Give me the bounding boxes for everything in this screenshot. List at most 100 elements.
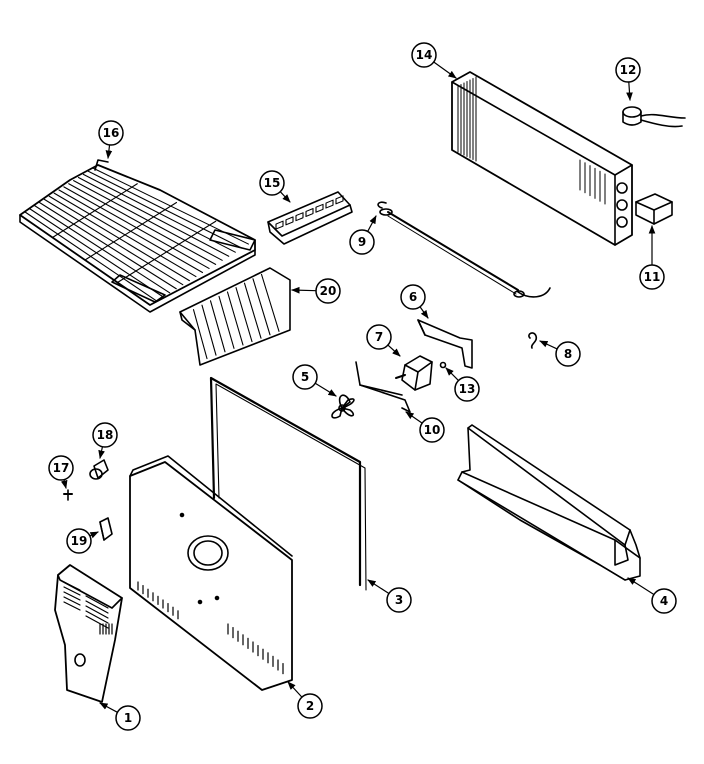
part-13-screw	[439, 361, 447, 369]
callout-number: 13	[459, 382, 476, 396]
part-1-grille	[54, 564, 123, 703]
callout-6: 6	[400, 284, 429, 319]
callout-circle	[292, 364, 318, 390]
callout-number: 16	[103, 126, 120, 140]
callout-leader	[433, 61, 457, 79]
callout-3: 3	[367, 579, 412, 613]
callout-circle	[651, 588, 677, 614]
callout-1: 1	[99, 702, 141, 731]
callout-7: 7	[366, 324, 401, 357]
callout-circle	[386, 587, 412, 613]
callout-number: 14	[416, 48, 433, 62]
callout-leader	[287, 681, 303, 698]
callout-circle	[259, 170, 285, 196]
part-15-ice-tray	[267, 191, 353, 245]
callout-leader	[627, 577, 655, 596]
callout-number: 15	[264, 176, 281, 190]
callout-circle	[315, 278, 341, 304]
callout-leader	[89, 531, 99, 539]
callout-circle	[115, 705, 141, 731]
part-6-bracket	[417, 319, 473, 369]
callout-number: 20	[320, 284, 337, 298]
callout-circle	[419, 417, 445, 443]
part-5-fan-blade	[331, 394, 355, 419]
callout-circle	[454, 376, 480, 402]
callout-2: 2	[287, 681, 323, 719]
callout-leader	[539, 340, 558, 350]
callout-number: 8	[564, 347, 572, 361]
part-19-switch	[99, 517, 113, 541]
callout-leader	[367, 579, 390, 595]
callout-number: 3	[395, 593, 403, 607]
callout-circle	[615, 57, 641, 83]
callout-circle	[92, 422, 118, 448]
callout-number: 2	[306, 699, 314, 713]
part-7-fan-motor	[395, 355, 433, 391]
callout-leader	[279, 191, 291, 203]
part-9-heater-rod	[377, 201, 551, 298]
part-2-rear-panel	[129, 455, 293, 691]
callout-8: 8	[539, 340, 581, 367]
callout-circle	[349, 229, 375, 255]
callout-circle	[411, 42, 437, 68]
callout-leader	[367, 215, 377, 233]
callout-number: 4	[660, 594, 668, 608]
callout-number: 1	[124, 711, 132, 725]
part-14-evaporator	[451, 71, 633, 246]
callout-number: 6	[409, 290, 417, 304]
callout-leader	[626, 81, 633, 101]
callout-17: 17	[48, 455, 74, 489]
callout-circle	[66, 528, 92, 554]
part-11-terminal-block	[635, 193, 673, 225]
callout-leader	[314, 382, 337, 397]
callout-circle	[555, 341, 581, 367]
callout-number: 10	[424, 423, 441, 437]
callout-20: 20	[291, 278, 341, 304]
callout-circle	[48, 455, 74, 481]
callout-circle	[400, 284, 426, 310]
callout-leader	[405, 411, 423, 424]
callout-leader	[291, 286, 317, 294]
callout-circle	[98, 120, 124, 146]
callout-13: 13	[445, 367, 480, 402]
callout-leader	[60, 479, 68, 489]
part-18-knob	[89, 459, 109, 480]
part-3-gasket-frame	[209, 376, 367, 591]
callout-number: 5	[301, 370, 309, 384]
callout-14: 14	[411, 42, 457, 79]
callout-15: 15	[259, 170, 291, 203]
callout-number: 7	[375, 330, 383, 344]
callout-18: 18	[92, 422, 118, 459]
part-20-cover-panel	[179, 267, 291, 366]
callout-number: 9	[358, 235, 366, 249]
callout-number: 17	[53, 461, 70, 475]
part-8-clip	[528, 332, 538, 349]
callout-5: 5	[292, 364, 337, 397]
callout-circle	[639, 264, 665, 290]
callout-10: 10	[405, 411, 445, 443]
callout-9: 9	[349, 215, 377, 255]
callout-circle	[297, 693, 323, 719]
callout-leader	[387, 344, 401, 357]
callout-16: 16	[98, 120, 124, 159]
callout-4: 4	[627, 577, 677, 614]
callout-number: 12	[620, 63, 637, 77]
callout-number: 11	[644, 270, 661, 284]
callout-circle	[366, 324, 392, 350]
callout-leader	[105, 144, 113, 159]
callout-leader	[98, 446, 105, 459]
part-4-drip-trough	[457, 424, 641, 581]
callout-11: 11	[639, 225, 665, 290]
callout-number: 18	[97, 428, 114, 442]
callout-12: 12	[615, 57, 641, 101]
callout-19: 19	[66, 528, 99, 554]
callout-leader	[99, 702, 119, 713]
callout-leader	[419, 306, 429, 319]
part-16-wire-shelf	[19, 159, 256, 313]
callout-number: 19	[71, 534, 88, 548]
part-12-thermostat	[622, 106, 686, 128]
callout-leader	[445, 367, 460, 382]
